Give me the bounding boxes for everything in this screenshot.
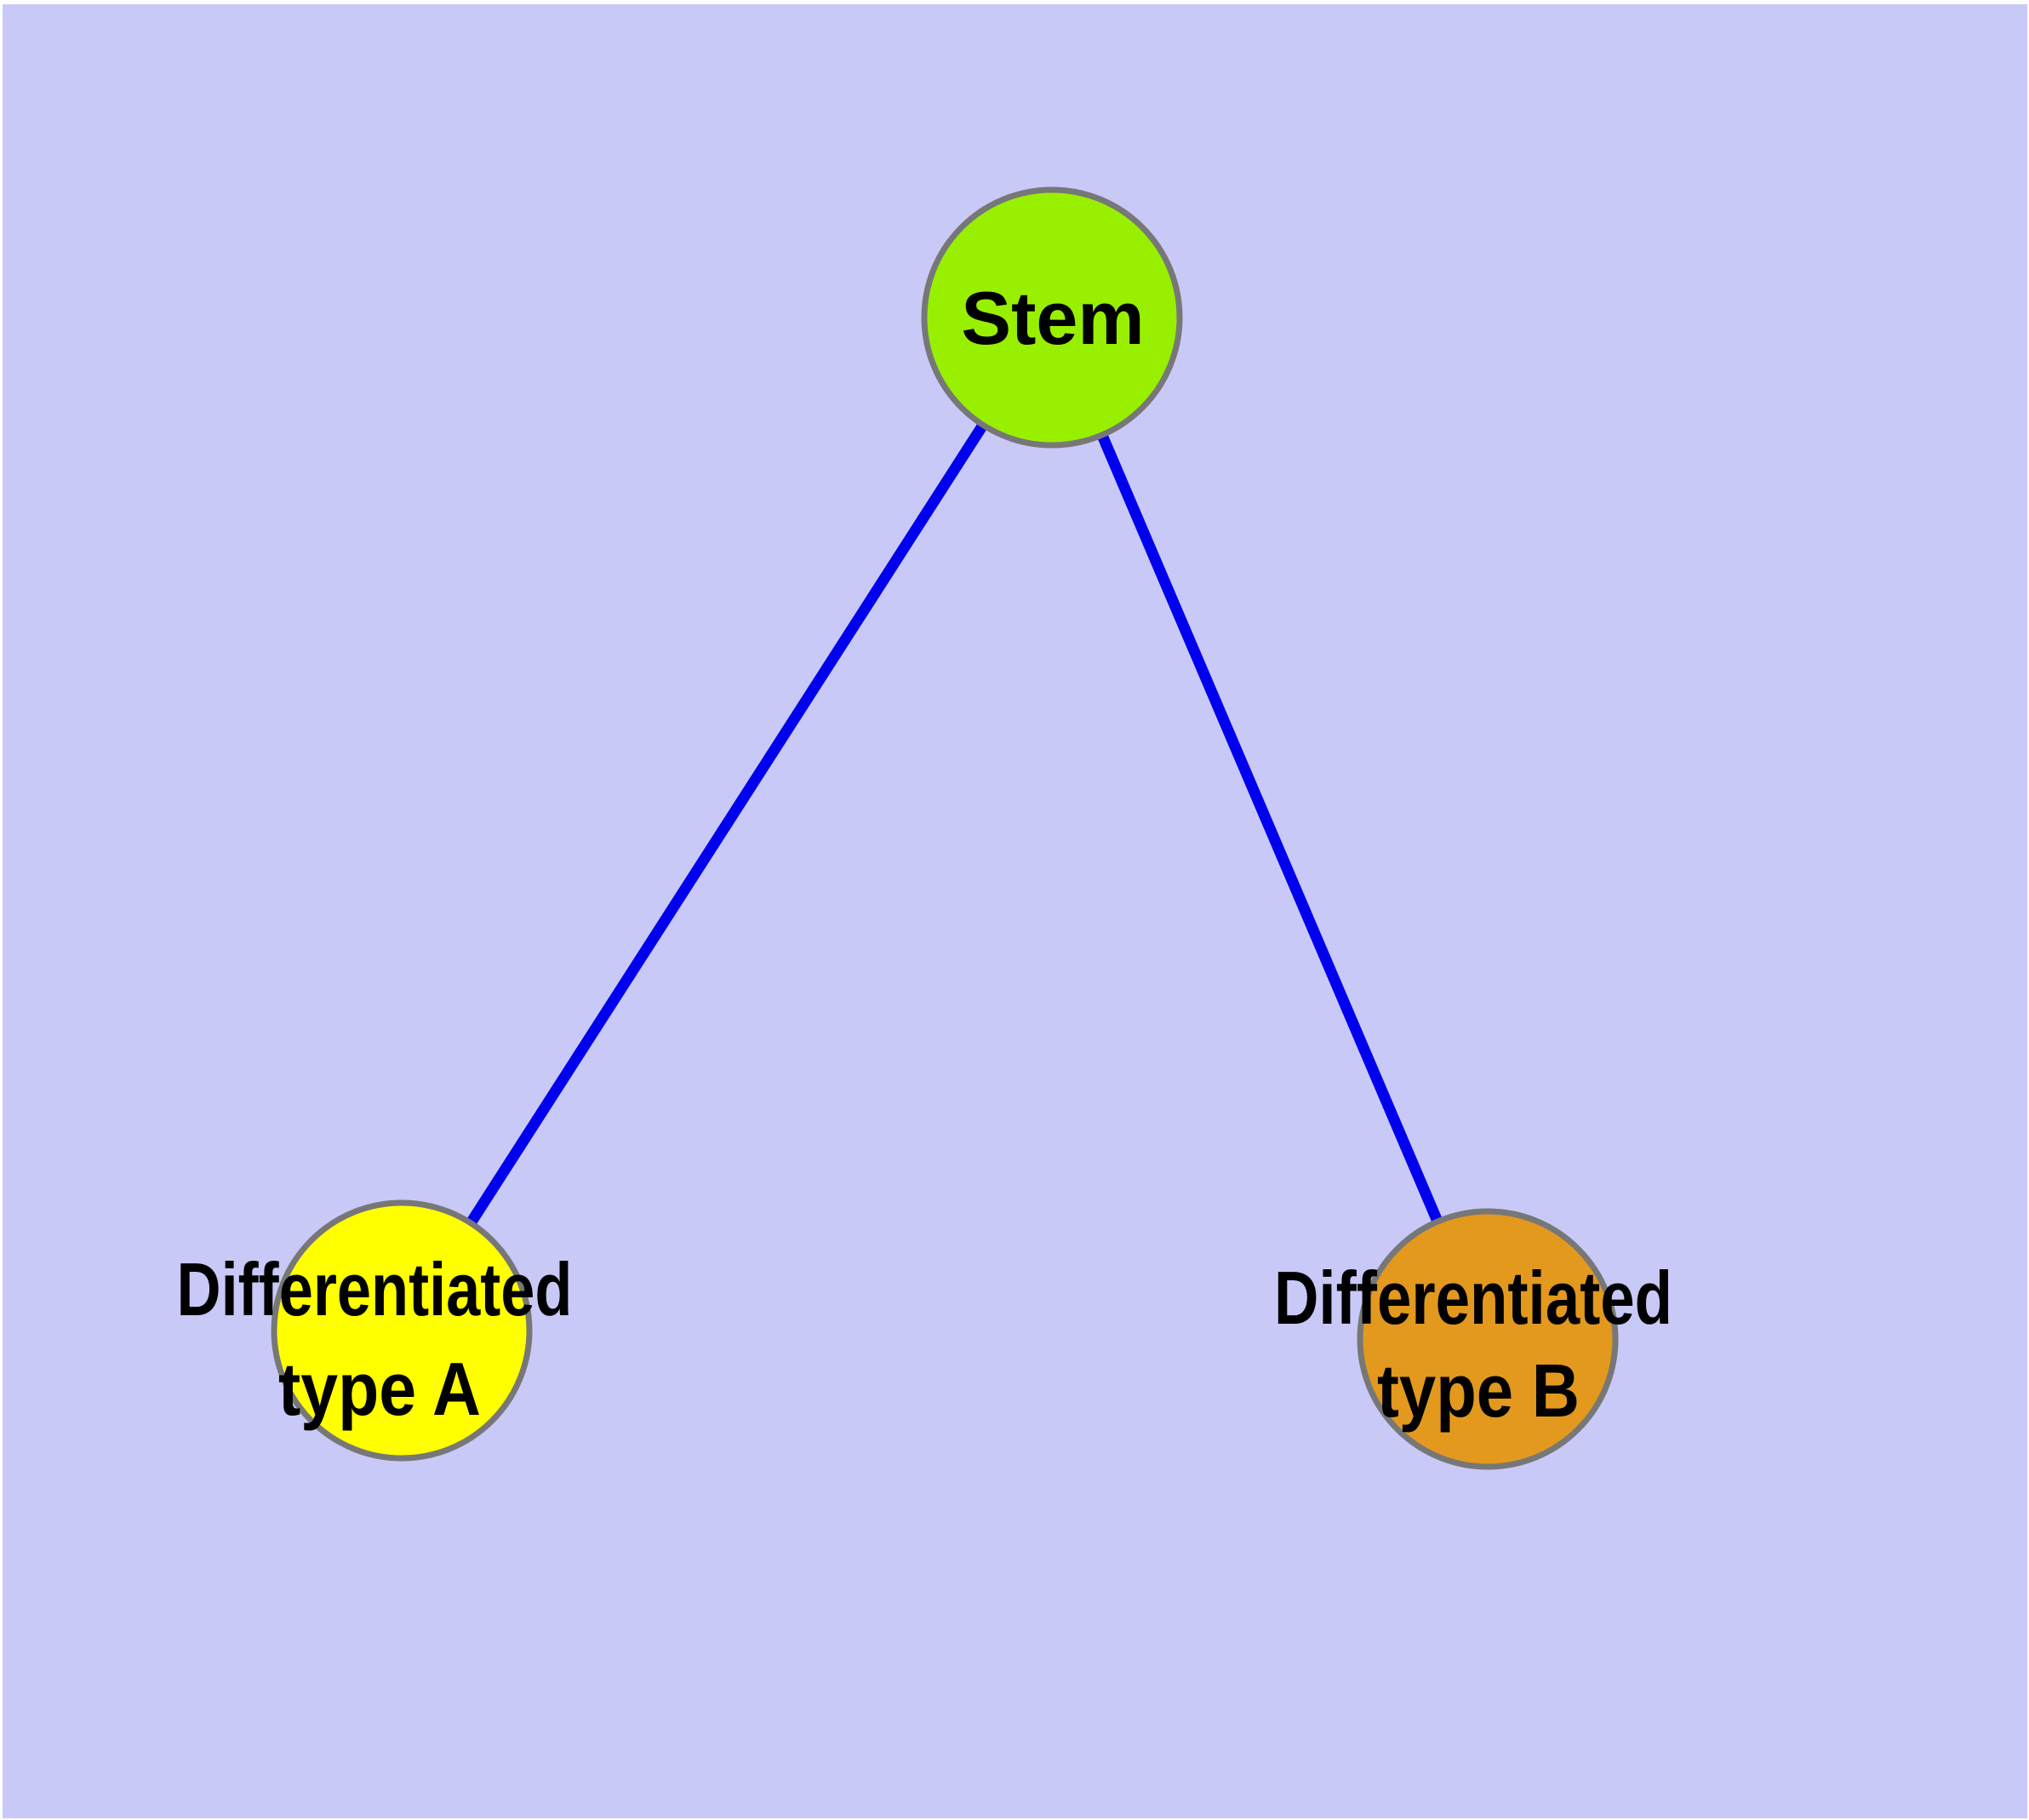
node-differentiated-type-b	[1357, 1208, 1619, 1470]
node-type-a-label-line1: Differentiated	[177, 1247, 573, 1331]
node-type-b-label-line2: type B	[1377, 1348, 1580, 1433]
node-type-b-label-line1: Differentiated	[1274, 1256, 1672, 1340]
node-type-a-label-line2: type A	[278, 1347, 481, 1431]
node-differentiated-type-a	[271, 1199, 533, 1462]
node-stem-label: Stem	[961, 276, 1144, 360]
edge-stem-to-type-a	[397, 314, 1057, 1334]
node-stem	[921, 186, 1183, 449]
edge-stem-to-type-b	[1047, 315, 1493, 1342]
